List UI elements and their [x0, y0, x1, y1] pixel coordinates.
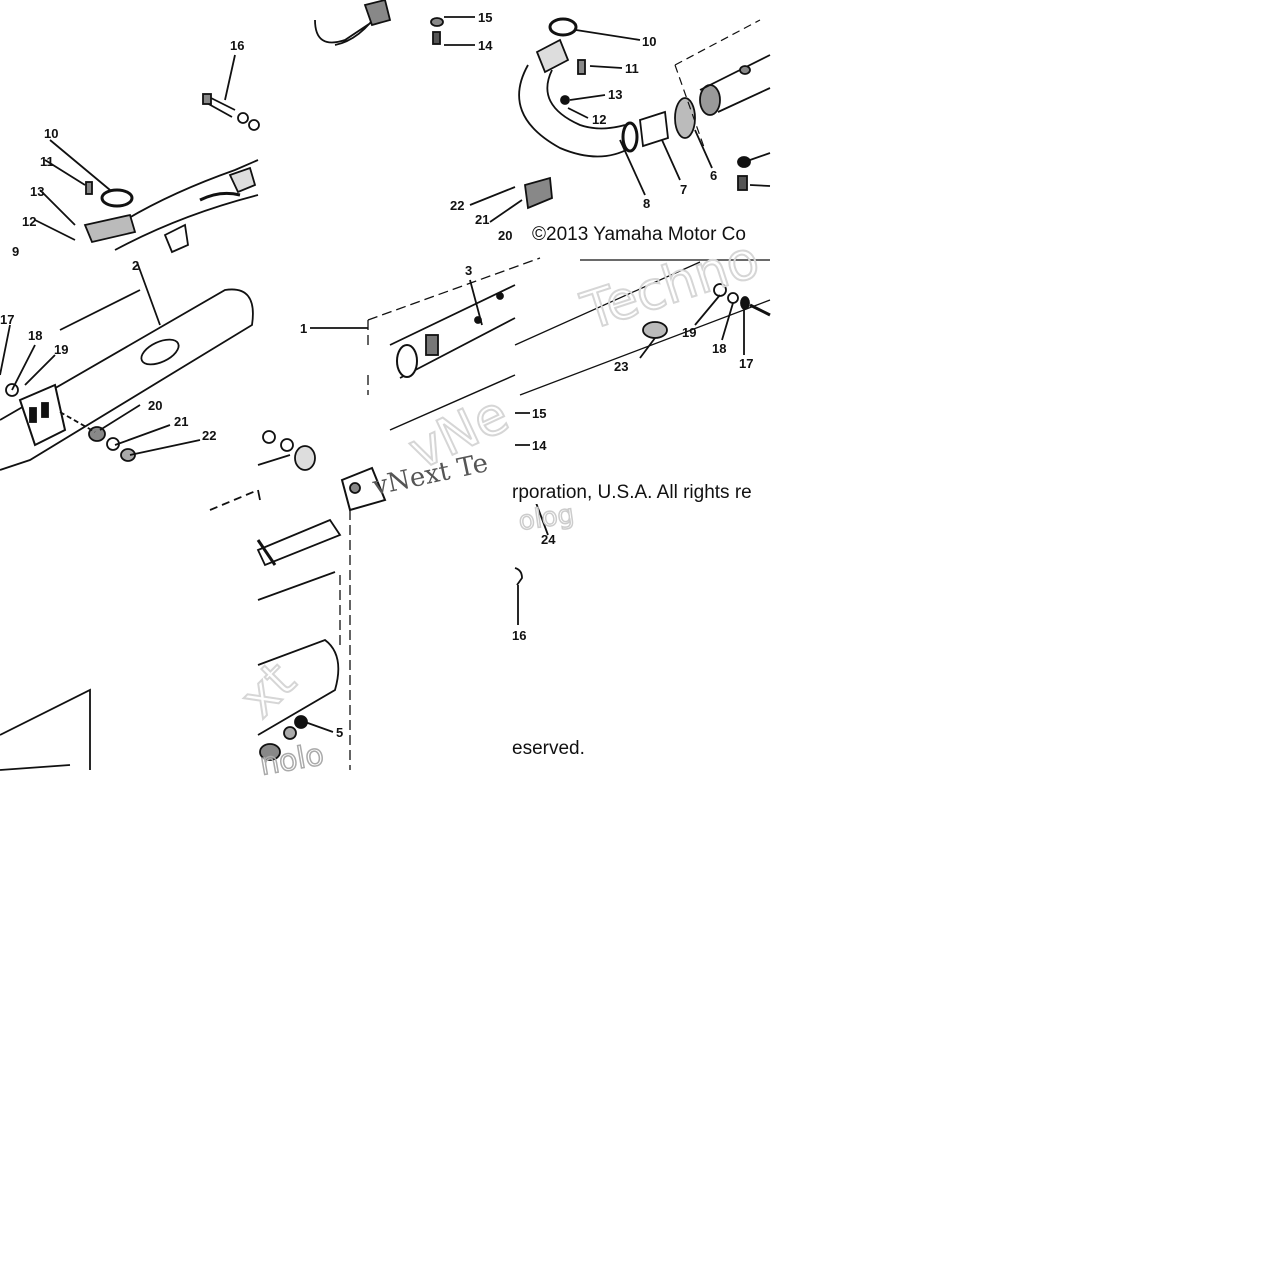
callout-label: 10	[642, 34, 656, 49]
callout-label: 7	[680, 182, 687, 197]
callout-label: 22	[202, 428, 216, 443]
callout-label: 18	[28, 328, 42, 343]
callout-label: 15	[532, 406, 546, 421]
quadrant-top-right	[314, 0, 771, 223]
callout-label: 13	[30, 184, 44, 199]
callout-label: 18	[712, 341, 726, 356]
quadrant-bottom-left	[256, 257, 541, 770]
callouts-top-right: 15 14 10 11 13 12 6 7 8 22 21 20	[450, 10, 717, 243]
callout-label: 8	[643, 196, 650, 211]
callout-label: 9	[12, 244, 19, 259]
callout-label: 12	[22, 214, 36, 229]
callout-label: 11	[625, 61, 639, 76]
callout-label: 19	[54, 342, 68, 357]
callout-label: 10	[44, 126, 58, 141]
callouts-top-left: 16 10 11 13 12 9 2 17 18 19 20 21 22	[0, 38, 244, 443]
callout-label: 16	[512, 628, 526, 643]
callout-label: 2	[132, 258, 139, 273]
quadrant-bottom-right	[514, 259, 771, 625]
callouts-bottom-left: 3 1 15 14 5	[300, 263, 547, 740]
callout-label: 20	[148, 398, 162, 413]
callout-label: 15	[478, 10, 492, 25]
callout-label: 6	[710, 168, 717, 183]
callout-label: 13	[608, 87, 622, 102]
copyright-part-3: eserved.	[512, 738, 585, 760]
copyright-part-1: ©2013 Yamaha Motor Co	[532, 224, 746, 246]
callout-label: 14	[532, 438, 547, 453]
callout-label: 11	[40, 154, 54, 169]
callout-label: 21	[174, 414, 188, 429]
callout-label: 14	[478, 38, 493, 53]
callout-label: 5	[336, 725, 343, 740]
callout-label: 21	[475, 212, 489, 227]
callout-label: 1	[300, 321, 307, 336]
callout-label: 12	[592, 112, 606, 127]
callouts-bottom-right: 19 18 17 23 24 16	[512, 325, 753, 643]
callout-label: 24	[541, 532, 556, 547]
callout-label: 19	[682, 325, 696, 340]
callout-label: 22	[450, 198, 464, 213]
callout-label: 23	[614, 359, 628, 374]
copyright-part-2: rporation, U.S.A. All rights re	[512, 482, 752, 504]
quadrant-top-left	[0, 54, 260, 771]
callout-label: 20	[498, 228, 512, 243]
callout-label: 17	[0, 312, 14, 327]
callout-label: 17	[739, 356, 753, 371]
callout-label: 16	[230, 38, 244, 53]
callout-label: 3	[465, 263, 472, 278]
